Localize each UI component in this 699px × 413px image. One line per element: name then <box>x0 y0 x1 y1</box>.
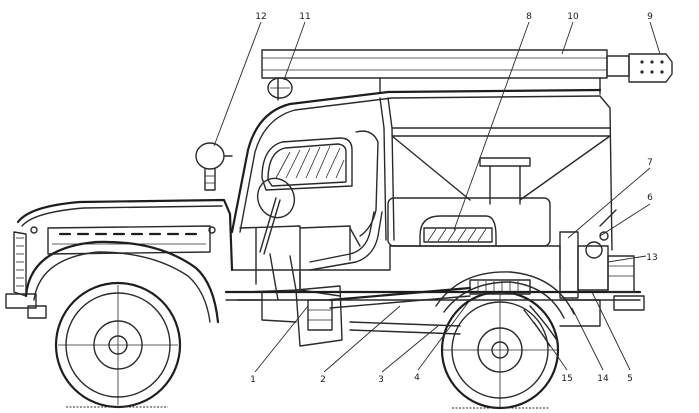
seat <box>299 211 383 297</box>
gearbox <box>237 253 343 347</box>
drive-shaft <box>328 279 531 335</box>
callout-14: 14 <box>597 374 609 384</box>
roof-boom <box>261 49 673 101</box>
windscreen <box>261 137 353 191</box>
callout-4: 4 <box>414 373 420 383</box>
callout-13: 13 <box>646 253 657 263</box>
callout-2: 2 <box>320 375 326 385</box>
front-fender <box>24 240 220 324</box>
callout-15: 15 <box>561 374 572 384</box>
front-grille <box>5 231 47 319</box>
callout-3: 3 <box>378 375 384 385</box>
front-wheel <box>54 281 182 409</box>
tank <box>387 197 551 247</box>
roof-searchlight <box>267 77 293 99</box>
callout-9: 9 <box>647 12 653 22</box>
callout-10: 10 <box>567 12 579 22</box>
side-lamp <box>195 142 233 191</box>
callout-labels: 1 2 3 4 5 6 7 8 9 10 11 12 13 14 15 <box>250 12 658 385</box>
callout-5: 5 <box>627 374 633 384</box>
hood <box>16 198 234 272</box>
callout-12: 12 <box>255 12 266 22</box>
steering-wheel <box>256 177 296 255</box>
cab-frame <box>230 88 613 251</box>
callout-6: 6 <box>647 193 653 203</box>
rear-wheel <box>440 290 560 410</box>
leader-lines <box>213 21 661 373</box>
callout-8: 8 <box>526 12 532 22</box>
cab-door <box>239 130 379 293</box>
callout-11: 11 <box>299 12 310 22</box>
callout-7: 7 <box>647 158 653 168</box>
callout-1: 1 <box>250 375 256 385</box>
